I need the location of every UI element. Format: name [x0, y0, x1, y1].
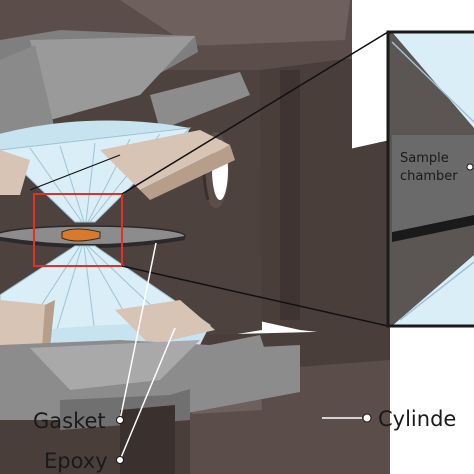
sample-chamber-pointer-dot: [466, 163, 474, 171]
gasket-label: Gasket: [33, 409, 106, 433]
epoxy-leader: [116, 327, 176, 464]
cylinder-upper-wall: [255, 58, 352, 330]
upper-seat: [0, 30, 250, 140]
lower-epoxy-left: [0, 300, 50, 345]
cylinder-leader: [322, 413, 372, 423]
zoom-line-bottom: [121, 265, 389, 327]
highlight-box: [33, 193, 123, 267]
sample-chamber-label-line2: chamber: [400, 169, 458, 184]
sample-chamber-label-line1: Sample: [400, 151, 449, 166]
upper-seat-cone: [30, 36, 195, 120]
inset-chamber-region: [392, 135, 474, 232]
zoom-line-top: [121, 31, 389, 195]
epoxy-leader-dot: [116, 456, 124, 464]
inset-frame: [386, 30, 474, 328]
upper-epoxy: [0, 130, 235, 200]
lower-epoxy-left-shade: [42, 300, 55, 348]
inset-lower-diamond: [392, 255, 474, 326]
lower-epoxy-right: [115, 300, 215, 345]
cylinder-top-rim: [120, 0, 350, 46]
inset-gasket-band: [392, 215, 474, 242]
upper-seat-left-block: [0, 45, 55, 140]
lower-epoxy: [0, 300, 215, 348]
lower-seat-cone: [30, 340, 200, 390]
lower-seat: [0, 335, 270, 400]
cylinder-label: Cylinde: [378, 407, 456, 431]
cylinder-floor-slot: [120, 405, 175, 474]
cylinder-mid-block: [300, 140, 390, 340]
inset-upper-diamond-edge: [391, 41, 474, 123]
gasket-leader: [116, 242, 157, 424]
inset-panel: Sample chamber: [386, 30, 474, 328]
upper-seat-right-wing: [150, 72, 250, 130]
cylinder-leader-dot: [362, 413, 372, 423]
sample-chamber: [61, 228, 101, 242]
gasket: [0, 225, 186, 248]
upper-diamond-pointer: [29, 154, 121, 191]
inset-upper-diamond: [392, 32, 474, 128]
gasket-edge: [0, 236, 185, 248]
upper-epoxy-left: [0, 150, 30, 195]
epoxy-label: Epoxy: [44, 449, 108, 473]
upper-epoxy-right: [100, 130, 230, 190]
inset-lower-diamond-edge: [399, 261, 474, 321]
cylinder-upper-wall-shade: [280, 70, 300, 320]
gasket-leader-dot: [116, 416, 124, 424]
upper-epoxy-right-shade: [140, 145, 235, 200]
